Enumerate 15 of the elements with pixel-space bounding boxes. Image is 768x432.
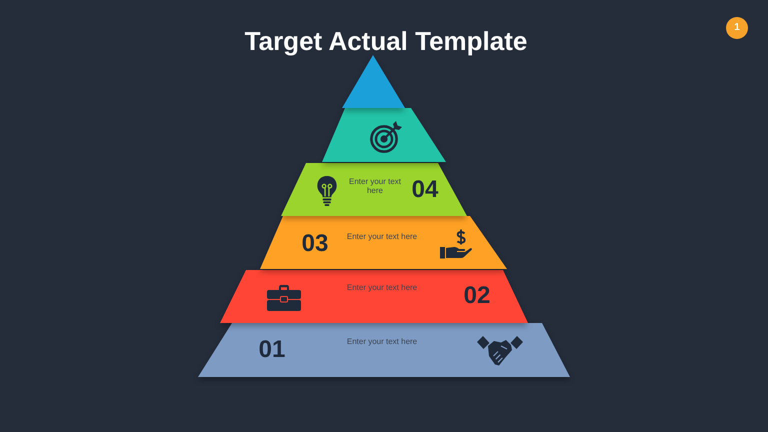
description-text: Enter your text here (346, 283, 418, 292)
slide-title: Target Actual Template (244, 26, 528, 56)
description-text: Enter your text here (346, 232, 418, 241)
step-number: 01 (258, 336, 286, 364)
pyramid-layer (220, 270, 528, 323)
step-number: 02 (464, 282, 490, 310)
description-text: Enter your text here (348, 177, 402, 195)
pyramid-layer (281, 163, 467, 216)
pyramid-layer (198, 323, 570, 377)
step-number: 04 (412, 176, 438, 204)
pyramid-layer (260, 216, 507, 269)
page-number-badge: 1 (726, 17, 748, 39)
description-text: Enter your text here (346, 337, 418, 346)
pyramid-layer (322, 108, 446, 162)
step-number: 03 (302, 230, 328, 258)
